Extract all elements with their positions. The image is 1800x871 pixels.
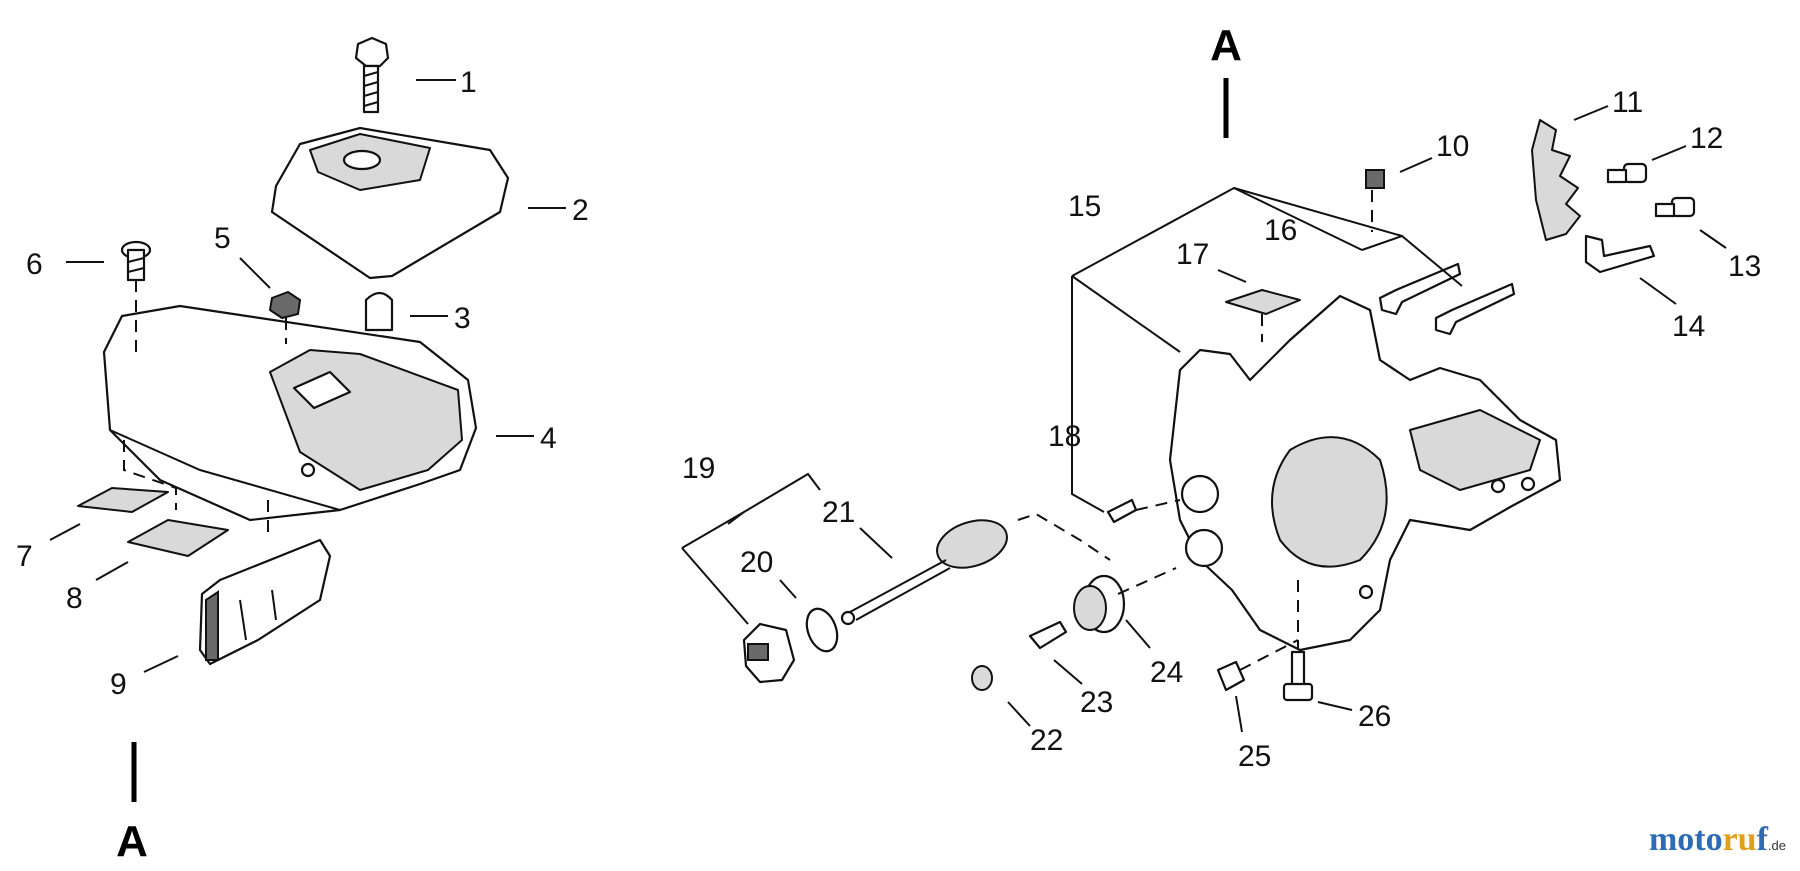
part-25-plug [1216,660,1246,692]
part-17-label [1225,289,1301,315]
callout-20: 20 [740,546,773,579]
watermark-part1: moto [1648,821,1723,858]
callout-5: 5 [214,222,231,255]
callout-24: 24 [1150,656,1183,689]
callout-10: 10 [1436,130,1469,163]
part-14-bracket [1584,234,1656,274]
part-19-oil-cap [742,622,796,684]
part-21-strainer [840,519,1008,626]
section-label-top: A [1210,21,1242,70]
callout-2: 2 [572,194,589,227]
part-4-housing [102,304,478,522]
callout-8: 8 [66,582,83,615]
part-10-nut [1365,169,1385,189]
callout-6: 6 [26,248,43,281]
part-22-washer [971,665,993,691]
callout-1: 1 [460,66,477,99]
right-leader-lines [681,105,1727,733]
watermark-logo: motoruf.de [1649,821,1786,859]
callout-17: 17 [1176,238,1209,271]
crankcase [1168,294,1562,652]
callout-18: 18 [1048,420,1081,453]
part-2-top-cover [270,126,510,280]
part-26-screw [1282,650,1314,702]
watermark-part3: f [1756,821,1768,858]
callout-numbers: 1 2 3 4 5 6 7 8 9 10 11 12 13 14 15 16 1… [16,66,1761,773]
callout-12: 12 [1690,122,1723,155]
watermark-part2: ru [1722,821,1757,858]
part-23-nipple [1028,620,1068,650]
section-mark-bottom: A [116,742,148,866]
callout-9: 9 [110,668,127,701]
section-label-bottom: A [116,817,148,866]
section-mark-top: A [1210,21,1242,138]
part-24-bushing [1073,574,1126,634]
callout-23: 23 [1080,686,1113,719]
callout-19: 19 [682,452,715,485]
part-12-bolt [1606,162,1648,184]
left-assembly-lines [123,280,287,540]
callout-25: 25 [1238,740,1271,773]
part-1-knob-screw [354,36,390,114]
part-6-screw [120,240,152,282]
part-7-gasket [77,487,169,513]
part-20-o-ring [805,607,839,653]
callout-7: 7 [16,540,33,573]
left-leader-lines [49,79,566,673]
callout-11: 11 [1612,86,1643,119]
right-assembly-lines [1017,190,1373,671]
callout-26: 26 [1358,700,1391,733]
part-16-bolts [1378,262,1516,336]
callout-22: 22 [1030,724,1063,757]
callout-13: 13 [1728,250,1761,283]
part-8-gasket [127,519,229,557]
part-18-fitting [1106,498,1138,524]
callout-21: 21 [822,496,855,529]
watermark-suffix: .de [1767,838,1786,853]
callout-14: 14 [1672,310,1705,343]
callout-15: 15 [1068,190,1101,223]
part-5-grommet [268,290,302,320]
callout-4: 4 [540,422,557,455]
part-11-spike-bumper [1531,119,1581,241]
callout-3: 3 [454,302,471,335]
part-13-bolt [1654,196,1696,218]
part-9-bottom-plate [198,538,332,666]
callout-16: 16 [1264,214,1297,247]
part-3-cap [364,291,394,332]
